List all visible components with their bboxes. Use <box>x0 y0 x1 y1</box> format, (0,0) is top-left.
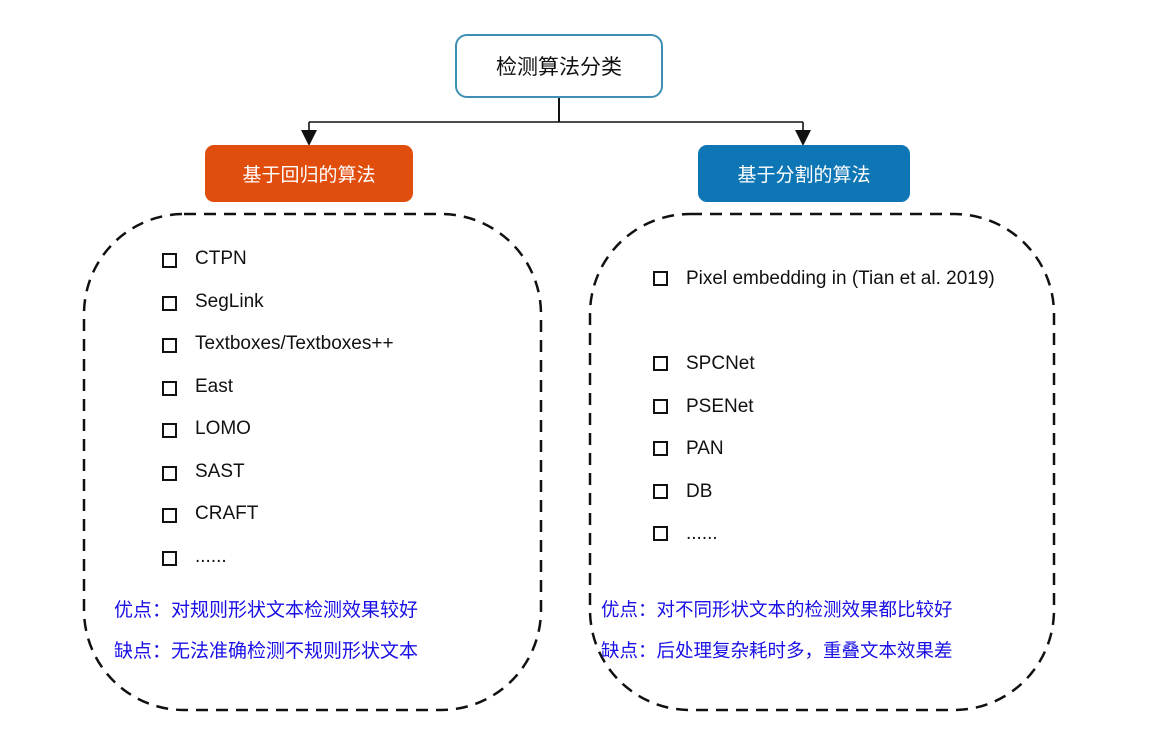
list-item: CTPN <box>162 248 502 291</box>
square-bullet-icon <box>162 338 177 353</box>
list-item: Textboxes/Textboxes++ <box>162 333 502 376</box>
item-label: PSENet <box>686 395 754 417</box>
item-label: Pixel embedding in (Tian et al. 2019) <box>686 268 995 289</box>
category-label: 基于分割的算法 <box>737 164 871 186</box>
root-node: 检测算法分类 <box>455 34 663 98</box>
list-item: PAN <box>653 428 1033 471</box>
item-label: CTPN <box>195 248 247 269</box>
list-item: ...... <box>162 546 502 589</box>
list-item: CRAFT <box>162 503 502 546</box>
square-bullet-icon <box>653 356 668 371</box>
item-label: CRAFT <box>195 503 259 524</box>
item-label: SAST <box>195 460 245 482</box>
item-label: LOMO <box>195 418 251 439</box>
square-bullet-icon <box>653 398 668 414</box>
category-label: 基于回归的算法 <box>242 164 376 186</box>
item-label: Textboxes/Textboxes++ <box>195 333 394 354</box>
square-bullet-icon <box>162 550 177 566</box>
regression-pros: 优点：对规则形状文本检测效果较好 <box>114 599 419 621</box>
item-label: SegLink <box>195 290 264 312</box>
segmentation-methods-list: Pixel embedding in (Tian et al. 2019) SP… <box>653 258 1033 556</box>
list-item: SPCNet <box>653 343 1033 386</box>
square-bullet-icon <box>162 423 177 438</box>
square-bullet-icon <box>162 295 177 311</box>
list-item: LOMO <box>162 418 502 461</box>
list-item: SAST <box>162 461 502 504</box>
list-item: SegLink <box>162 291 502 334</box>
regression-methods-list: CTPN SegLink Textboxes/Textboxes++ East … <box>162 248 502 588</box>
list-item: Pixel embedding in (Tian et al. 2019) <box>653 258 1033 343</box>
segmentation-pros: 优点：对不同形状文本的检测效果都比较好 <box>601 600 953 621</box>
square-bullet-icon <box>162 380 177 396</box>
list-item: PSENet <box>653 386 1033 429</box>
category-regression: 基于回归的算法 <box>205 145 413 202</box>
category-segmentation: 基于分割的算法 <box>698 145 910 202</box>
regression-cons: 缺点：无法准确检测不规则形状文本 <box>114 640 419 662</box>
square-bullet-icon <box>162 465 177 481</box>
right-dashed-group <box>588 212 1056 712</box>
item-label: PAN <box>686 438 724 459</box>
list-item: ...... <box>653 513 1033 556</box>
left-dashed-group <box>82 212 543 712</box>
square-bullet-icon <box>653 483 668 499</box>
item-label: ...... <box>686 523 718 544</box>
segmentation-cons: 缺点：后处理复杂耗时多，重叠文本效果差 <box>601 641 953 662</box>
item-label: DB <box>686 480 713 502</box>
square-bullet-icon <box>653 271 668 286</box>
list-item: East <box>162 376 502 419</box>
square-bullet-icon <box>653 526 668 541</box>
square-bullet-icon <box>162 508 177 523</box>
square-bullet-icon <box>162 253 177 268</box>
square-bullet-icon <box>653 441 668 456</box>
item-label: ...... <box>195 545 227 567</box>
item-label: East <box>195 375 234 397</box>
root-label: 检测算法分类 <box>496 55 622 79</box>
list-item: DB <box>653 471 1033 514</box>
item-label: SPCNet <box>686 353 755 374</box>
